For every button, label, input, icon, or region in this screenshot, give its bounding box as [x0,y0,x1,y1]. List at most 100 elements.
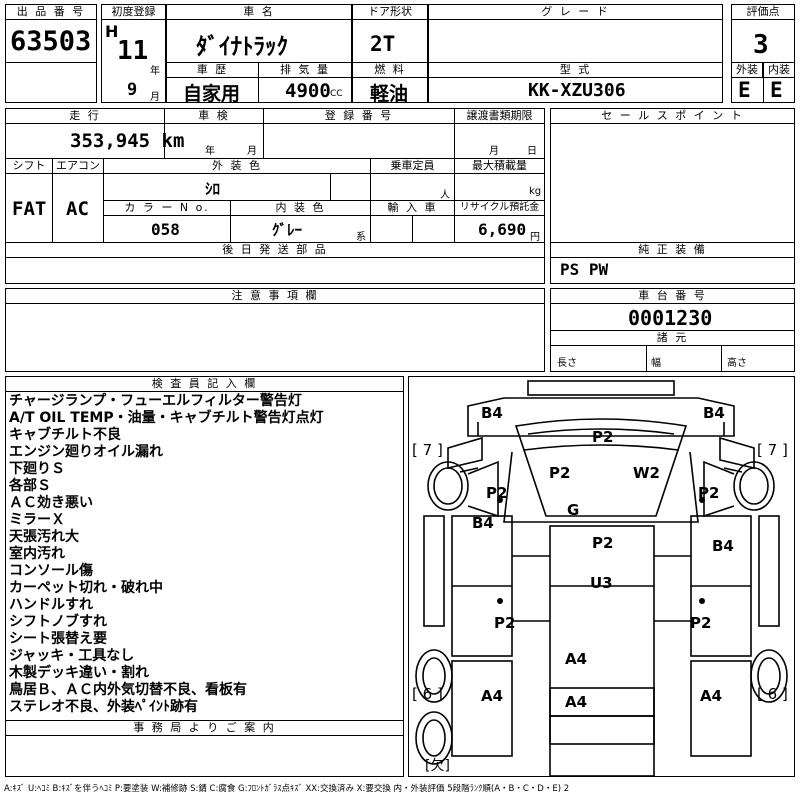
max-load-label: 最大積載量 [454,158,545,174]
interior-grade-label: 内装 [763,62,795,78]
damage-mark: W2 [633,464,660,482]
inspector-line: 鳥居Ｂ、ＡＣ内外気切替不良、看板有 [9,682,247,698]
reg-no-label: 登 録 番 号 [263,108,455,124]
year-unit: 年 [150,66,160,77]
chassis-no: 0001230 [628,306,713,330]
ac: AC [66,198,89,220]
damage-mark: P2 [698,484,720,502]
damage-mark: G [567,501,580,519]
inspector-line: エンジン廻りオイル漏れ [9,444,163,460]
inspector-line: チャージランプ・フューエルフィルター警告灯 [9,393,302,409]
color-no-label: カ ラ ー N o. [103,200,231,216]
displacement: 4900 [285,80,331,102]
panel-7-right-label: [ 7 ] [757,441,788,459]
car-name: ﾀﾞｲﾅﾄﾗｯｸ [196,34,288,60]
exterior-color: ｼﾛ [205,180,221,198]
recycle-label: リサイクル預託金 [454,200,545,216]
length-label: 長さ [557,358,577,369]
history-label: 車 歴 [166,62,259,78]
lot-number: 63503 [10,26,92,57]
damage-mark: A4 [565,650,588,668]
inspection-month-unit: 月 [247,146,257,157]
inspector-line: 木製デッキ違い・割れ [9,665,149,681]
max-load-unit: kg [529,186,542,197]
interior-grade: E [770,78,783,102]
damage-mark: A4 [565,693,588,711]
displacement-label: 排 気 量 [258,62,352,78]
damage-mark: P2 [494,614,516,632]
history: 自家用 [183,83,241,105]
recycle-unit: 円 [530,232,540,243]
chassis-no-label: 車 台 番 号 [550,288,795,304]
genuine-equipment: PS PW [560,260,609,279]
specs-label: 諸 元 [550,330,795,346]
transfer-day-unit: 日 [527,146,537,157]
inspector-line: シフトノブすれ [9,614,107,630]
interior-color-suffix: 系 [356,232,366,243]
inspector-line: ハンドルすれ [9,597,93,613]
office-label: 事 務 局 よ り ご 案 内 [5,720,404,736]
damage-mark: P2 [592,534,614,552]
transfer-month-unit: 月 [489,146,499,157]
panel-6-right-label: [ 6 ] [757,685,788,703]
width-label: 幅 [651,358,661,369]
grade-label: グ レ ー ド [428,4,723,20]
color-no: 058 [151,220,180,239]
caution-label: 注 意 事 項 欄 [5,288,545,304]
car-name-label: 車 名 [166,4,352,20]
inspector-line: シート張替え要 [9,631,107,647]
score-label: 評価点 [731,4,795,20]
legend: A:ｷｽﾞ U:ﾍｺﾐ B:ｷｽﾞを伴うﾍｺﾐ P:要塗装 W:補修跡 S:錆 … [4,784,570,794]
import-label: 輸 入 車 [370,200,455,216]
mileage: 353,945 km [70,130,185,152]
inspector-line: 室内汚れ [9,546,65,562]
shift-label: シフト [5,158,53,174]
displacement-unit: CC [330,89,343,99]
inspector-notes: チャージランプ・フューエルフィルター警告灯 A/T OIL TEMP・油量・キャ… [9,393,401,716]
year: 11 [117,36,149,66]
interior-color: ｸﾞﾚｰ [272,221,303,239]
door: 2T [370,32,396,56]
inspector-line: ミラーＸ [9,512,65,528]
damage-mark: U3 [590,574,613,592]
mileage-label: 走 行 [5,108,165,124]
inspection-year-unit: 年 [205,146,215,157]
damage-mark: B4 [703,404,725,422]
damage-mark: A4 [700,687,723,705]
damage-mark: P2 [592,428,614,446]
sales-points-label: セ ー ル ス ポ イ ン ト [550,108,795,124]
panel-6-left-label: [ 6 ] [412,685,443,703]
fuel-label: 燃 料 [352,62,428,78]
model-label: 型 式 [428,62,723,78]
damage-mark: P2 [690,614,712,632]
exterior-grade: E [738,78,751,102]
damage-mark: P2 [549,464,571,482]
fuel: 軽油 [370,83,409,105]
damage-mark: P2 [486,484,508,502]
transfer-label: 譲渡書類期限 [454,108,545,124]
inspector-line: コンソール傷 [9,563,93,579]
later-parts-label: 後 日 発 送 部 品 [5,242,545,258]
inspector-line: 各部Ｓ [9,478,51,494]
inspector-line: キャブチルト不良 [9,427,121,443]
inspector-line: 天張汚れ大 [9,529,79,545]
inspector-line: A/T OIL TEMP・油量・キャブチルト警告灯点灯 [9,410,324,426]
inspector-line: ステレオ不良、外装ﾍﾟｲﾝﾄ跡有 [9,699,198,715]
capacity-unit: 人 [440,190,450,201]
inspector-line: 下廻りＳ [9,461,65,477]
score: 3 [753,30,769,60]
damage-mark: B4 [481,404,503,422]
month: 9 [127,80,138,100]
lot-number-label: 出 品 番 号 [5,4,97,20]
damage-mark: B4 [712,537,734,555]
interior-color-label: 内 装 色 [230,200,371,216]
capacity-label: 乗車定員 [370,158,455,174]
inspection-label: 車 検 [164,108,264,124]
genuine-equipment-label: 純 正 装 備 [550,242,795,258]
ac-label: エアコン [52,158,104,174]
month-unit: 月 [150,92,160,103]
first-registration-label: 初度登録 [101,4,166,20]
era: H [105,22,119,41]
inspector-label: 検 査 員 記 入 欄 [5,376,404,392]
height-label: 高さ [727,358,747,369]
